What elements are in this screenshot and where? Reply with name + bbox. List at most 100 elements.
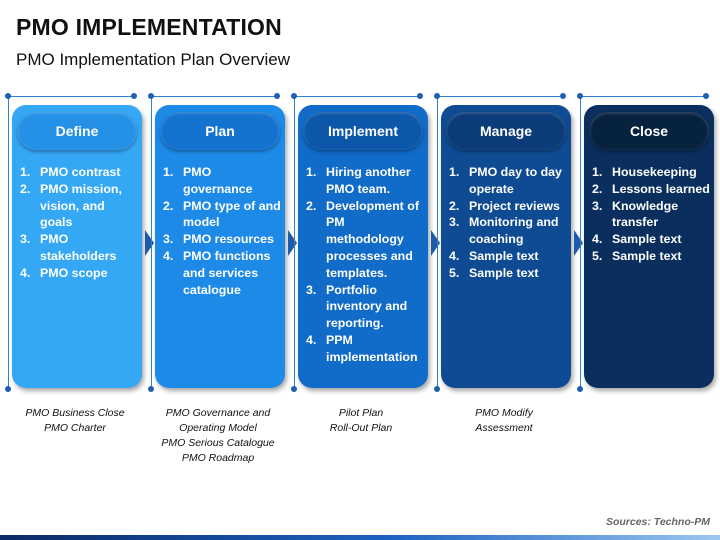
list-item-number: 3. bbox=[163, 232, 174, 247]
list-item: 4. PMO functions and services catalogue bbox=[163, 248, 281, 298]
stage-card-implement: Implement 1. Hiring another PMO team. 2. Dev… bbox=[298, 105, 428, 388]
list-item-text: PMO day to day operate bbox=[469, 165, 562, 196]
list-item-text: Monitoring and coaching bbox=[469, 215, 559, 247]
list-item: 3. Knowledge transfer bbox=[592, 198, 710, 232]
list-item-text: Development of PM methodology processes … bbox=[326, 198, 419, 280]
list-item-number: 4. bbox=[592, 232, 603, 247]
list-item: 1. Housekeeping bbox=[592, 164, 710, 181]
chevron-right-icon bbox=[431, 230, 440, 256]
chevron-right-icon bbox=[145, 230, 154, 256]
list-item: 3. PMO stakeholders bbox=[20, 231, 138, 265]
list-item-number: 3. bbox=[449, 215, 460, 230]
bracket-dot bbox=[577, 386, 583, 392]
page-title: PMO IMPLEMENTATION bbox=[16, 14, 282, 40]
list-item: 2. PMO type of and model bbox=[163, 198, 281, 232]
caption-line: PMO Modify bbox=[475, 407, 533, 419]
list-item-number: 4. bbox=[20, 265, 31, 280]
list-item-number: 5. bbox=[592, 248, 603, 263]
bracket-dot bbox=[291, 93, 297, 99]
list-item-text: Sample text bbox=[469, 248, 539, 263]
bracket-dot bbox=[291, 386, 297, 392]
list-item-text: Sample text bbox=[612, 232, 682, 247]
bracket-dot bbox=[703, 93, 709, 99]
footer-bar bbox=[0, 535, 720, 540]
list-item-text: PMO resources bbox=[183, 232, 274, 247]
list-item-number: 2. bbox=[163, 198, 174, 213]
list-item-text: Housekeeping bbox=[612, 165, 697, 179]
caption-line: PMO Business Close bbox=[25, 407, 125, 419]
bracket-dot bbox=[577, 93, 583, 99]
stage-header-implement: Implement bbox=[303, 112, 423, 150]
list-item: 5. Sample text bbox=[449, 265, 567, 282]
caption-line: PMO Charter bbox=[44, 422, 106, 434]
bracket-dot bbox=[417, 93, 423, 99]
stage-bracket-implement bbox=[291, 93, 423, 392]
chevron-right-icon bbox=[288, 230, 297, 256]
bracket-dot bbox=[274, 93, 280, 99]
source-note: Sources: Techno-PM bbox=[605, 516, 710, 528]
stage-bracket-close bbox=[577, 93, 709, 392]
stage-card-define: Define 1. PMO contrast 2. PMO mission, visio… bbox=[12, 105, 142, 388]
bracket-dot bbox=[148, 93, 154, 99]
list-item: 3. Monitoring and coaching bbox=[449, 214, 567, 248]
list-item-text: PMO governance bbox=[183, 165, 253, 196]
list-item: 1. PMO governance bbox=[163, 164, 281, 198]
list-item: 1. PMO day to day operate bbox=[449, 164, 567, 198]
caption-line: Assessment bbox=[475, 422, 533, 434]
list-item: 5.Sample text bbox=[592, 248, 710, 265]
list-item-text: Sample text bbox=[469, 265, 539, 280]
list-item: 3. PMO resources bbox=[163, 231, 281, 248]
list-item-number: 4. bbox=[163, 248, 174, 263]
bracket-dot bbox=[560, 93, 566, 99]
list-item: 4. Sample text bbox=[592, 231, 710, 248]
list-item: 2. Development of PM methodology processe… bbox=[306, 198, 424, 282]
list-item-text: PMO stakeholders bbox=[40, 232, 117, 263]
page-subtitle: PMO Implementation Plan Overview bbox=[16, 50, 290, 69]
list-item-text: PMO type of and model bbox=[183, 198, 281, 230]
list-item: 4. PMO scope bbox=[20, 265, 138, 282]
stage-header-define: Define bbox=[17, 112, 137, 150]
list-item-text: PMO mission, vision, and goals bbox=[40, 181, 122, 230]
list-item: 4.Sample text bbox=[449, 248, 567, 265]
list-item-number: 2. bbox=[449, 198, 460, 213]
list-item-number: 2. bbox=[20, 181, 31, 196]
stage-bracket-plan bbox=[148, 93, 280, 392]
list-item-text: PMO functions and services catalogue bbox=[183, 248, 271, 297]
list-item-number: 1. bbox=[20, 165, 31, 179]
stage-header-close: Close bbox=[589, 112, 709, 150]
stage-bracket-manage bbox=[434, 93, 566, 392]
caption-line: Operating Model bbox=[179, 422, 257, 434]
caption-line: PMO Roadmap bbox=[181, 452, 255, 464]
list-item-number: 1. bbox=[306, 165, 317, 179]
list-item-number: 2. bbox=[592, 181, 603, 196]
list-item-text: PMO contrast bbox=[40, 165, 121, 179]
caption-line: Pilot Plan bbox=[338, 407, 384, 419]
list-item-number: 3. bbox=[20, 232, 31, 247]
list-item-text: PMO scope bbox=[40, 265, 108, 280]
list-item: 1. Hiring another PMO team. bbox=[306, 164, 424, 198]
list-item: 1. PMO contrast bbox=[20, 164, 138, 181]
list-item-number: 1. bbox=[449, 165, 460, 179]
list-item-number: 3. bbox=[592, 198, 603, 213]
stage-card-close: Close 1. Housekeeping 2. Lessons learned 3. Kn… bbox=[584, 105, 714, 388]
stage-item-list: 1. Hiring another PMO team. 2. Development … bbox=[306, 164, 424, 366]
bracket-dot bbox=[434, 386, 440, 392]
list-item-number: 1. bbox=[163, 165, 174, 179]
list-item: 4.PPM implementation bbox=[306, 332, 424, 366]
list-item-number: 3. bbox=[306, 282, 317, 297]
caption-line: PMO Governance and bbox=[165, 407, 271, 419]
list-item: 3.Portfolio inventory and reporting. bbox=[306, 282, 424, 332]
list-item-number: 2. bbox=[306, 198, 317, 213]
list-item-text: Hiring another PMO team. bbox=[326, 165, 411, 196]
list-item-text: Lessons learned bbox=[612, 181, 710, 196]
list-item-number: 5. bbox=[449, 265, 460, 280]
list-item-number: 1. bbox=[592, 165, 603, 179]
list-item-text: Knowledge transfer bbox=[612, 198, 679, 230]
